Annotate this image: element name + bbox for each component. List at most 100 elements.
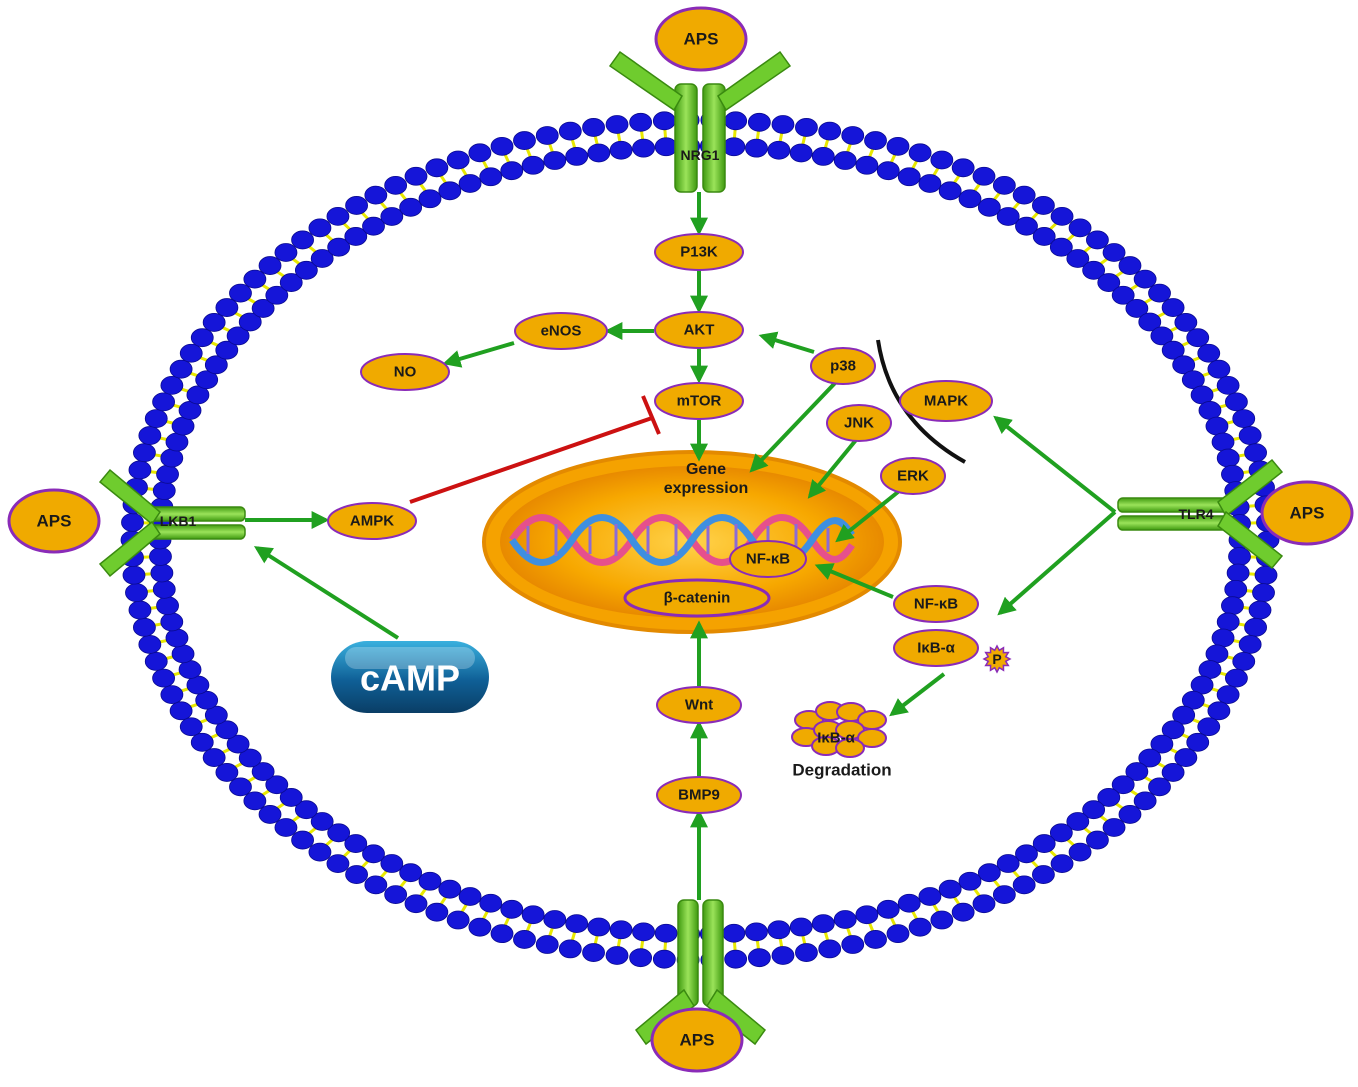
lipid-head	[841, 935, 865, 954]
lipid-head	[384, 175, 408, 195]
lipid-tail	[778, 938, 784, 947]
lipid-head	[362, 844, 385, 864]
aps-ligand-top: APS	[654, 6, 748, 72]
lipid-head	[1216, 448, 1240, 468]
lipid-head	[258, 256, 282, 275]
lipid-head	[855, 155, 879, 175]
lipid-head	[204, 355, 228, 375]
lipid-head	[1211, 628, 1235, 648]
lipid-head	[1238, 426, 1262, 445]
lipid-head	[362, 216, 385, 236]
lipid-head	[1161, 340, 1185, 360]
lipid-head	[558, 939, 582, 959]
lipid-head	[1148, 777, 1171, 797]
svg-text:APS: APS	[684, 30, 719, 49]
lipid-tail	[379, 869, 388, 879]
lipid-head	[864, 930, 887, 949]
lipid-head	[500, 899, 524, 919]
lipid-head	[149, 547, 172, 566]
lipid-tail	[823, 931, 830, 941]
lipid-head	[1225, 668, 1248, 688]
lipid-head	[179, 717, 203, 737]
lipid-head	[186, 385, 210, 405]
lipid-head	[938, 181, 962, 201]
lipid-head	[128, 460, 152, 480]
lipid-head	[535, 126, 559, 145]
lipid-head	[841, 126, 865, 145]
gene-label-line2: expression	[664, 480, 748, 497]
lipid-head	[1228, 547, 1251, 566]
lipid-head	[238, 312, 262, 332]
lipid-head	[1118, 256, 1142, 275]
node-enos: eNOS	[514, 312, 608, 350]
lipid-tail	[307, 826, 317, 835]
lipid-head	[425, 158, 449, 178]
lipid-head	[202, 748, 226, 767]
svg-text:AMPK: AMPK	[350, 513, 394, 530]
lipid-head	[1232, 651, 1256, 671]
lipid-head	[1205, 416, 1229, 436]
lipid-head	[125, 583, 148, 603]
lipid-tail	[732, 129, 737, 138]
lipid-head	[876, 161, 900, 181]
lipid-tail	[570, 139, 577, 149]
svg-text:β-catenin: β-catenin	[664, 590, 731, 607]
lipid-head	[380, 854, 404, 873]
lipid-head	[767, 140, 791, 160]
lipid-head	[133, 443, 156, 463]
lipid-tail	[846, 927, 852, 937]
lipid-head	[558, 121, 582, 141]
lipid-head	[833, 910, 857, 929]
lipid-head	[818, 939, 842, 959]
lipid-tail	[1114, 802, 1125, 810]
lipid-tail	[324, 838, 334, 847]
lipid-head	[446, 150, 470, 170]
lipid-head	[251, 299, 275, 318]
lipid-head	[908, 143, 932, 163]
lipid-tail	[1099, 814, 1109, 823]
lipid-tail	[342, 222, 352, 231]
node-no: NO	[360, 353, 450, 391]
lipid-head	[908, 917, 932, 937]
lipid-tail	[755, 940, 760, 949]
lipid-tail	[732, 942, 737, 951]
lipid-head	[992, 885, 1016, 905]
lipid-tail	[342, 849, 352, 858]
lipid-head	[128, 600, 152, 620]
lipid-head	[144, 651, 168, 671]
lipid-head	[771, 115, 795, 134]
lipid-head	[833, 151, 857, 170]
lipid-head	[364, 875, 388, 895]
lipid-head	[747, 948, 771, 968]
lipid-head	[1133, 791, 1157, 811]
lipid-head	[1224, 579, 1248, 599]
lipid-head	[951, 158, 975, 178]
phosphate-badge: P	[982, 644, 1012, 674]
lipid-head	[629, 948, 653, 968]
lipid-head	[767, 920, 791, 940]
lipid-tail	[360, 859, 370, 869]
lipid-head	[399, 197, 423, 217]
lipid-head	[229, 777, 252, 797]
lipid-head	[722, 137, 746, 157]
aps-ligand-bottom: APS	[650, 1007, 744, 1073]
lipid-head	[1207, 359, 1231, 379]
lipid-head	[521, 155, 545, 175]
lipid-head	[609, 140, 633, 160]
lipid-head	[795, 943, 818, 962]
lipid-tail	[503, 154, 510, 163]
lipid-head	[160, 448, 184, 468]
lipid-head	[152, 481, 176, 501]
lipid-tail	[439, 896, 447, 906]
lipid-head	[458, 887, 482, 906]
lipid-head	[274, 818, 298, 837]
lipid-tail	[953, 896, 961, 906]
lipid-head	[1097, 273, 1121, 292]
lipid-head	[1032, 834, 1056, 853]
lipid-head	[171, 416, 195, 436]
lipid-head	[543, 151, 567, 170]
lipid-head	[326, 206, 350, 226]
lipid-tail	[360, 211, 370, 221]
lipid-head	[1161, 763, 1185, 782]
lipid-head	[468, 917, 492, 937]
